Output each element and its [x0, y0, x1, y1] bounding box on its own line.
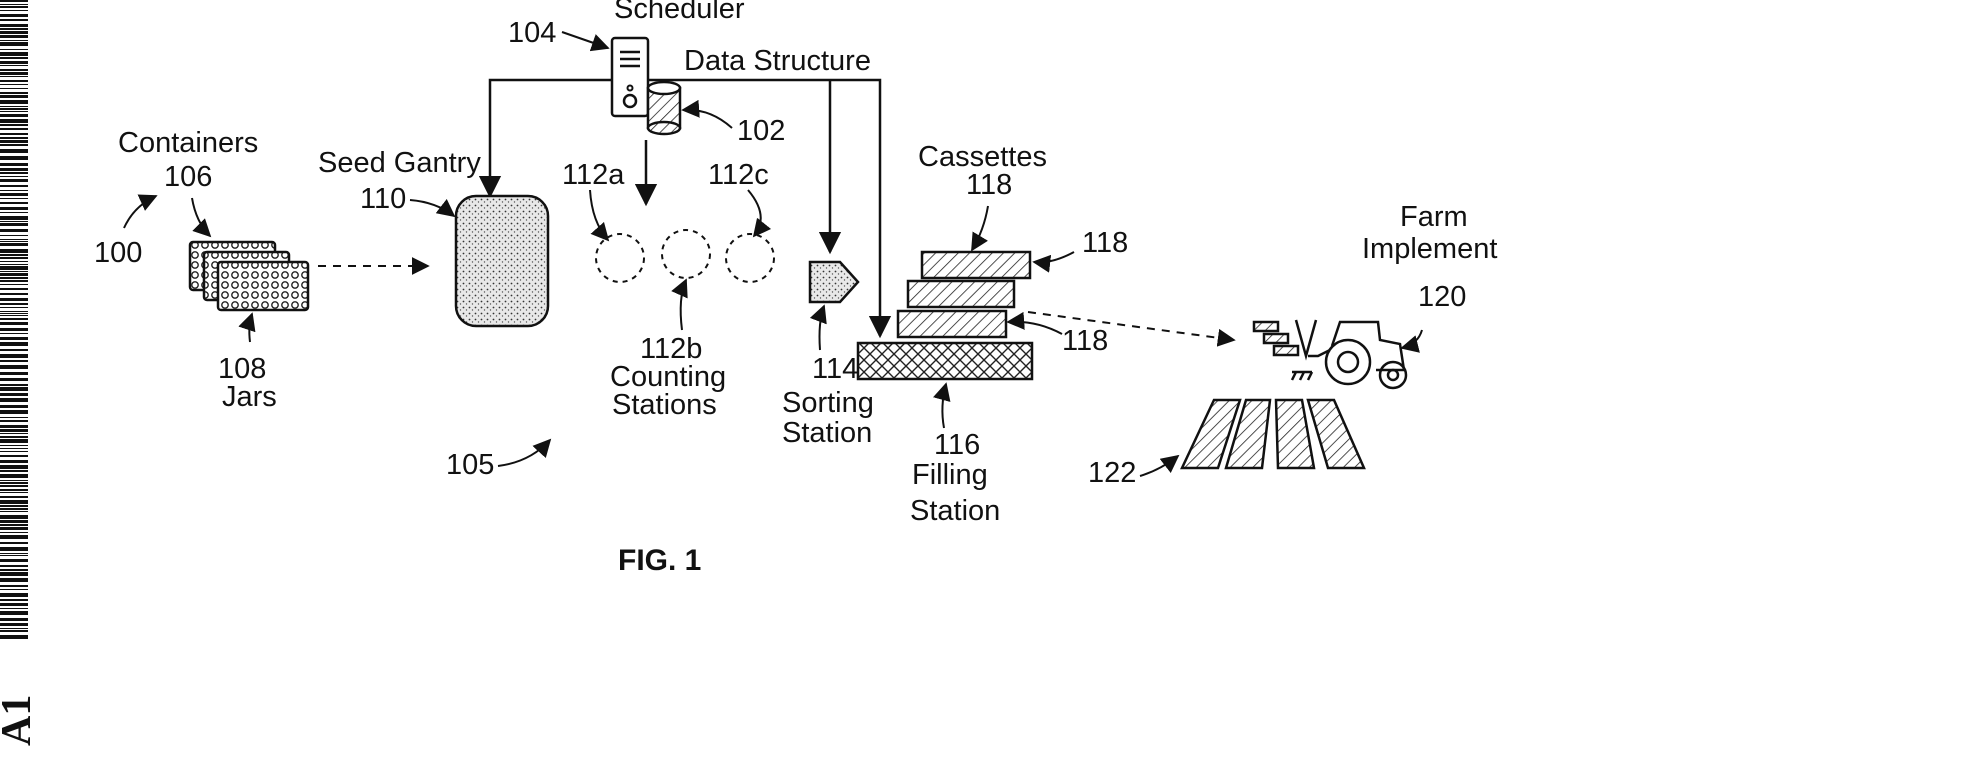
- label-filling-station-1: Filling: [912, 459, 988, 491]
- label-data-structure-ref: 102: [737, 115, 785, 147]
- flow-arrow-cassettes-to-implement: [1028, 312, 1234, 340]
- label-cassette-ref-right-1: 118: [1082, 227, 1128, 259]
- label-sorting-station-2: Station: [782, 417, 872, 449]
- jar-containers: [190, 242, 308, 310]
- seed-gantry: [456, 196, 548, 326]
- farm-implement-tractor: [1254, 320, 1406, 388]
- label-jars: Jars: [222, 381, 277, 413]
- label-counting-station-c: 112c: [708, 159, 769, 191]
- cassette-stack: [898, 252, 1030, 337]
- label-counting-station-a: 112a: [562, 159, 625, 191]
- label-field-ref: 122: [1088, 457, 1136, 489]
- sorting-station: [810, 262, 858, 302]
- scheduler-server: [612, 38, 648, 116]
- label-scheduler-ref: 104: [508, 17, 556, 49]
- label-farm-implement-ref: 120: [1418, 281, 1466, 313]
- label-data-structure: Data Structure: [684, 45, 871, 77]
- label-filling-ref: 116: [934, 429, 980, 461]
- label-system-ref: 100: [94, 237, 142, 269]
- label-filling-station-2: Station: [910, 495, 1000, 527]
- counting-stations: [596, 230, 774, 282]
- label-seed-gantry: Seed Gantry: [318, 147, 481, 179]
- filling-station: [858, 343, 1032, 379]
- label-containers: Containers: [118, 127, 258, 159]
- label-counting-stations-2: Stations: [612, 389, 717, 421]
- label-facility-ref: 105: [446, 449, 494, 481]
- planted-field: [1182, 400, 1364, 468]
- label-scheduler: Scheduler: [614, 0, 745, 25]
- data-structure-cylinder: [648, 82, 680, 134]
- figure-caption: FIG. 1: [618, 544, 701, 577]
- label-sorting-station-1: Sorting: [782, 387, 874, 419]
- label-sorting-ref: 114: [812, 353, 858, 385]
- label-containers-ref: 106: [164, 161, 212, 193]
- label-cassettes-ref-top: 118: [966, 169, 1012, 201]
- label-seed-gantry-ref: 110: [360, 183, 406, 215]
- label-farm-implement-1: Farm: [1400, 201, 1468, 233]
- label-farm-implement-2: Implement: [1362, 233, 1497, 265]
- label-cassette-ref-right-2: 118: [1062, 325, 1108, 357]
